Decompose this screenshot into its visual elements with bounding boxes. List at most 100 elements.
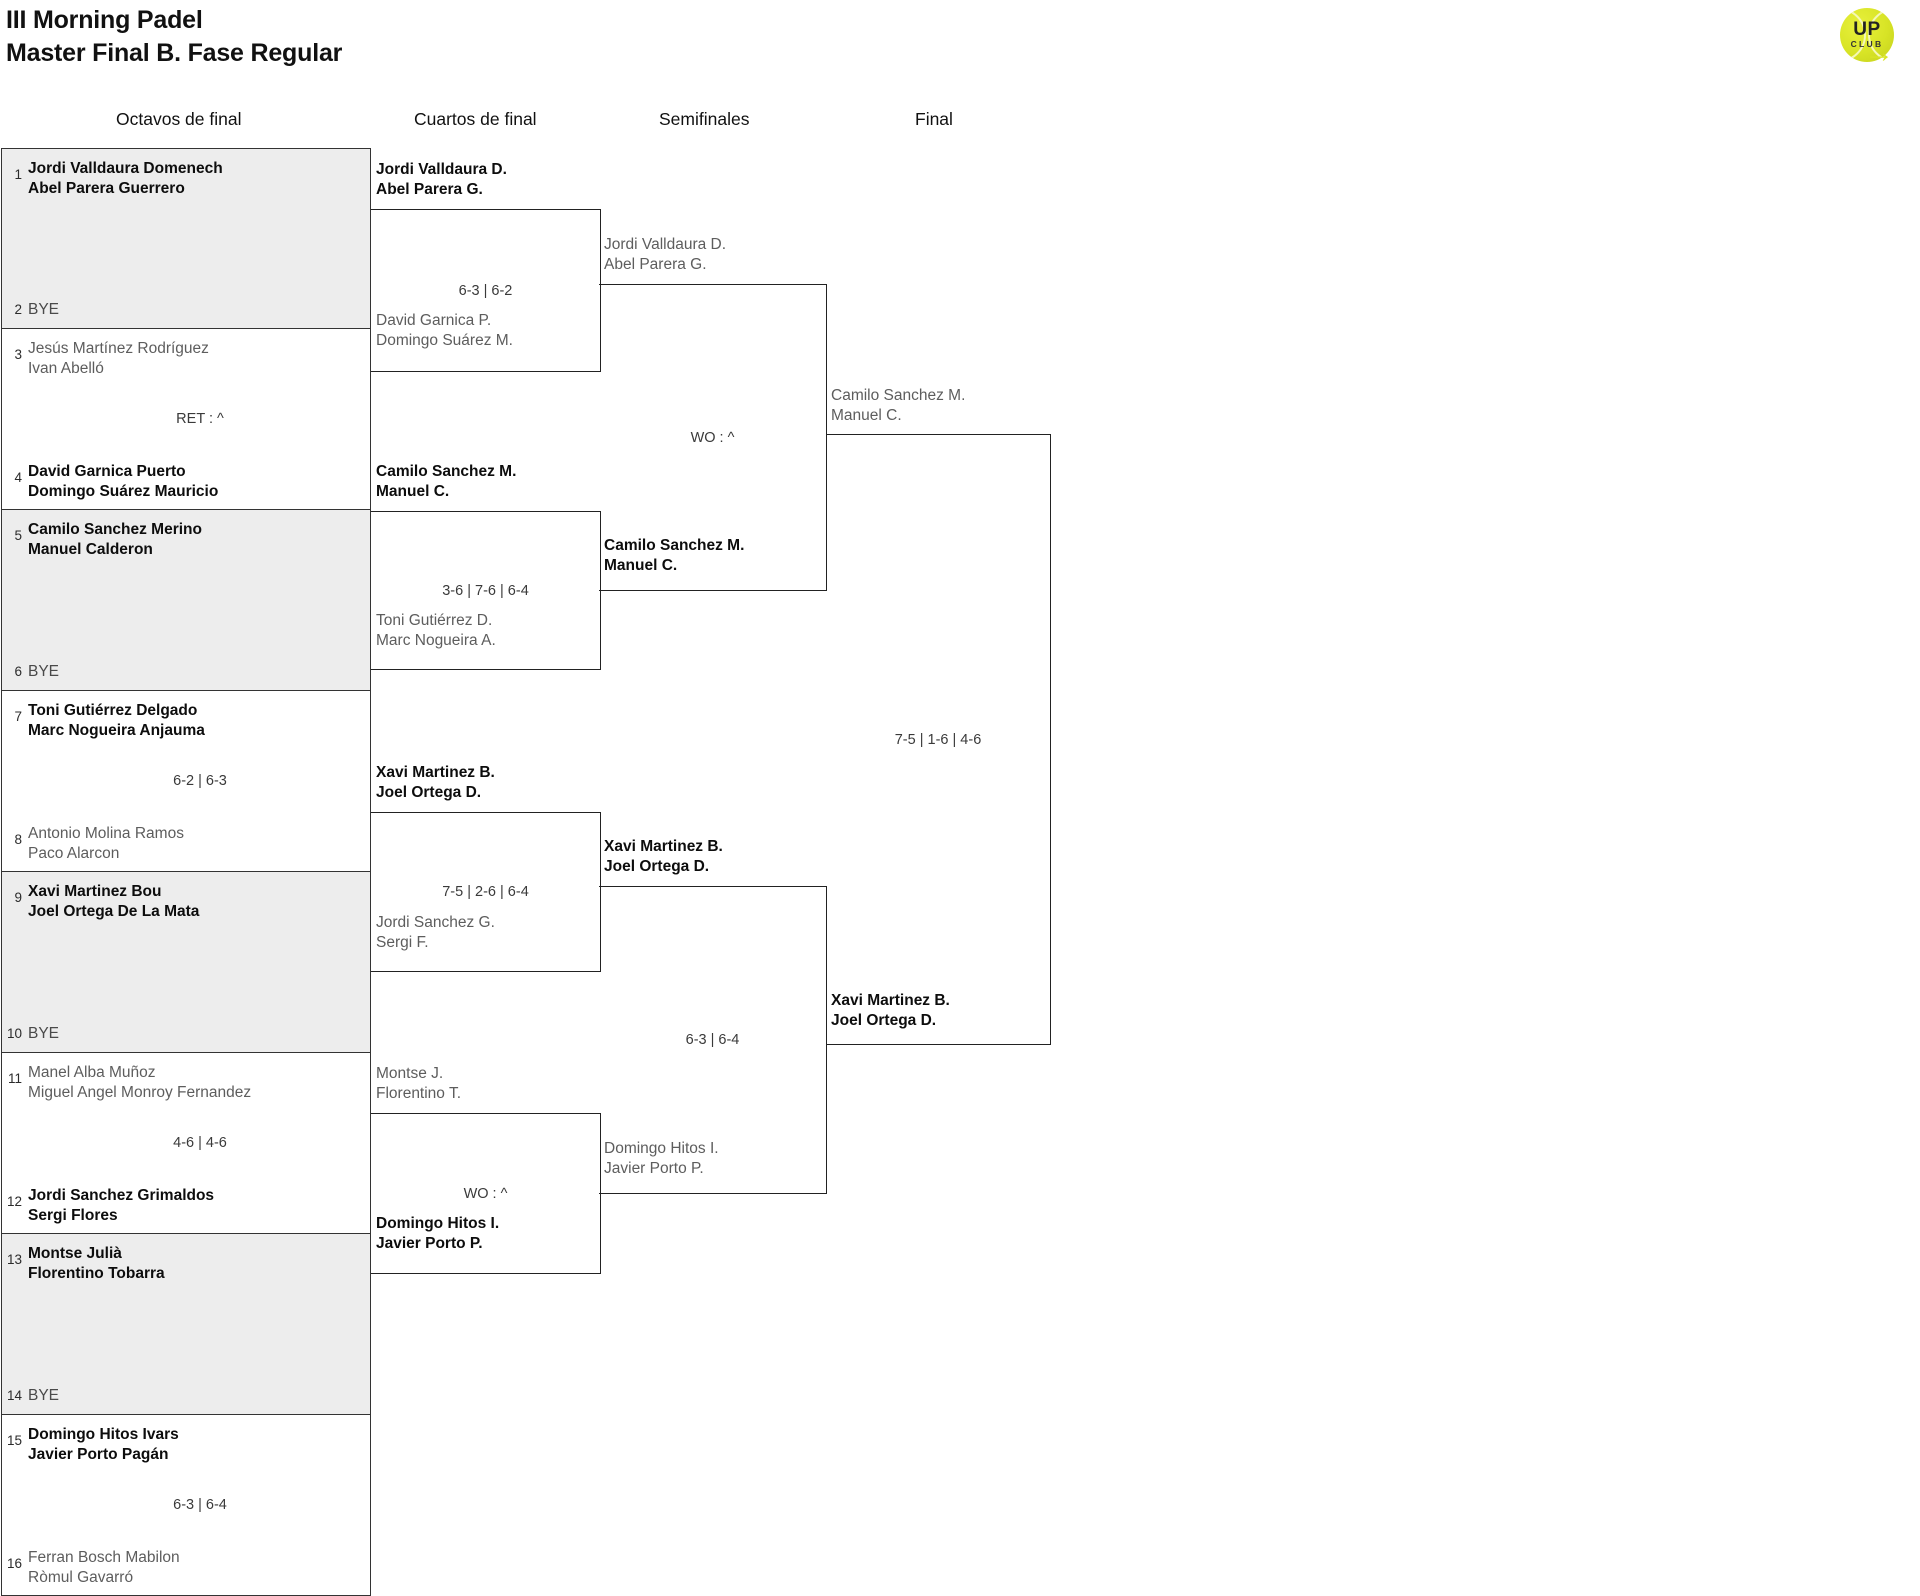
match-slot-top[interactable]: 3 Jesús Martínez Rodríguez Ivan Abelló bbox=[2, 337, 370, 378]
seed-number: 4 bbox=[14, 470, 22, 485]
match-score: RET : ^ bbox=[176, 411, 224, 427]
team-names[interactable]: David Garnica P. Domingo Suárez M. bbox=[376, 311, 513, 350]
player-name: Manuel C. bbox=[376, 482, 450, 500]
match-slot-bottom[interactable]: 8 Antonio Molina Ramos Paco Alarcon bbox=[2, 822, 370, 863]
match-slot-bottom[interactable]: 16 Ferran Bosch Mabilon Ròmul Gavarró bbox=[2, 1546, 370, 1587]
player-name: Jordi Valldaura D. bbox=[604, 236, 727, 253]
match-box[interactable]: 7-5 | 2-6 | 6-4 bbox=[371, 812, 601, 972]
team-names: Ferran Bosch Mabilon Ròmul Gavarró bbox=[28, 1546, 370, 1587]
tournament-header: III Morning Padel Master Final B. Fase R… bbox=[6, 4, 342, 70]
match-row[interactable]: 15 Domingo Hitos Ivars Javier Porto Pagá… bbox=[1, 1415, 371, 1596]
match-slot-bottom[interactable]: 10 BYE bbox=[2, 1024, 370, 1044]
player-name: Marc Nogueira Anjauma bbox=[28, 721, 205, 739]
club-logo: → UP CLUB bbox=[1838, 6, 1898, 68]
match-box[interactable]: 6-3 | 6-4 bbox=[599, 886, 827, 1194]
seed-number: 16 bbox=[6, 1556, 22, 1571]
match-box[interactable]: 6-3 | 6-2 bbox=[371, 209, 601, 372]
match-row[interactable]: 13 Montse Julià Florentino Tobarra 14 BY… bbox=[1, 1234, 371, 1415]
player-name: Camilo Sanchez M. bbox=[604, 537, 745, 554]
team-names[interactable]: Domingo Hitos I. Javier Porto P. bbox=[604, 1139, 719, 1178]
match-slot-top[interactable]: 11 Manel Alba Muñoz Miguel Angel Monroy … bbox=[2, 1061, 370, 1102]
player-name: Sergi Flores bbox=[28, 1206, 118, 1224]
champion-names[interactable]: Xavi Martinez B. Joel Ortega D. bbox=[831, 991, 950, 1030]
player-name: Camilo Sanchez M. bbox=[376, 463, 517, 480]
player-name: Xavi Martinez B. bbox=[831, 992, 950, 1009]
match-slot-top[interactable]: 15 Domingo Hitos Ivars Javier Porto Pagá… bbox=[2, 1423, 370, 1464]
seed-number: 3 bbox=[14, 347, 22, 362]
player-name: Jordi Valldaura D. bbox=[376, 161, 507, 178]
match-slot-top[interactable]: 9 Xavi Martinez Bou Joel Ortega De La Ma… bbox=[2, 880, 370, 921]
match-score: 7-5 | 2-6 | 6-4 bbox=[442, 884, 529, 900]
player-name: Xavi Martinez B. bbox=[376, 764, 495, 781]
match-score: 7-5 | 1-6 | 4-6 bbox=[894, 731, 982, 748]
match-score: 4-6 | 4-6 bbox=[173, 1135, 227, 1151]
match-row[interactable]: 3 Jesús Martínez Rodríguez Ivan Abelló R… bbox=[1, 329, 371, 510]
player-name: Florentino T. bbox=[376, 1084, 462, 1102]
match-slot-top[interactable]: 13 Montse Julià Florentino Tobarra bbox=[2, 1242, 370, 1283]
player-name: Domingo Suárez Mauricio bbox=[28, 482, 219, 500]
tournament-title-line1: III Morning Padel bbox=[6, 6, 203, 34]
player-name: Jesús Martínez Rodríguez bbox=[28, 340, 209, 357]
logo-primary-text: UP bbox=[1853, 19, 1881, 40]
bye-label: BYE bbox=[28, 1387, 60, 1404]
match-slot-bottom[interactable]: 4 David Garnica Puerto Domingo Suárez Ma… bbox=[2, 460, 370, 501]
team-names[interactable]: Jordi Sanchez G. Sergi F. bbox=[376, 913, 495, 952]
match-score: 3-6 | 7-6 | 6-4 bbox=[442, 582, 529, 599]
player-name: Paco Alarcon bbox=[28, 844, 120, 862]
match-score: 6-3 | 6-4 bbox=[685, 1032, 740, 1048]
match-slot-bottom[interactable]: 14 BYE bbox=[2, 1386, 370, 1406]
team-names[interactable]: Montse J. Florentino T. bbox=[376, 1064, 461, 1103]
player-name: Manel Alba Muñoz bbox=[28, 1064, 156, 1081]
player-name: Joel Ortega D. bbox=[604, 857, 710, 875]
team-names[interactable]: Camilo Sanchez M. Manuel C. bbox=[831, 386, 965, 425]
team-names[interactable]: Domingo Hitos I. Javier Porto P. bbox=[376, 1214, 499, 1253]
bye-label: BYE bbox=[28, 1025, 60, 1042]
match-box[interactable]: 7-5 | 1-6 | 4-6 bbox=[826, 434, 1051, 1045]
match-slot-bottom[interactable]: 2 BYE bbox=[2, 300, 370, 320]
match-score: 6-3 | 6-2 bbox=[458, 282, 513, 299]
match-slot-top[interactable]: 5 Camilo Sanchez Merino Manuel Calderon bbox=[2, 518, 370, 559]
team-names: Toni Gutiérrez Delgado Marc Nogueira Anj… bbox=[28, 699, 370, 740]
player-name: Joel Ortega D. bbox=[831, 1011, 937, 1029]
seed-number: 6 bbox=[14, 664, 22, 679]
player-name: Xavi Martinez B. bbox=[604, 838, 723, 855]
team-names[interactable]: Jordi Valldaura D. Abel Parera G. bbox=[376, 160, 507, 199]
bye-label: BYE bbox=[28, 301, 60, 318]
match-slot-bottom[interactable]: 6 BYE bbox=[2, 662, 370, 682]
team-names[interactable]: Camilo Sanchez M. Manuel C. bbox=[376, 462, 516, 501]
round-octavos-de-final: 1 Jordi Valldaura Domenech Abel Parera G… bbox=[1, 148, 371, 1596]
seed-number: 7 bbox=[14, 709, 22, 724]
match-row[interactable]: 9 Xavi Martinez Bou Joel Ortega De La Ma… bbox=[1, 872, 371, 1053]
match-slot-bottom[interactable]: 12 Jordi Sanchez Grimaldos Sergi Flores bbox=[2, 1184, 370, 1225]
seed-number: 10 bbox=[6, 1026, 22, 1041]
seed-number: 13 bbox=[6, 1252, 22, 1267]
team-names: Camilo Sanchez Merino Manuel Calderon bbox=[28, 518, 370, 559]
match-slot-top[interactable]: 7 Toni Gutiérrez Delgado Marc Nogueira A… bbox=[2, 699, 370, 740]
match-slot-top[interactable]: 1 Jordi Valldaura Domenech Abel Parera G… bbox=[2, 157, 370, 198]
match-score: WO : ^ bbox=[690, 429, 735, 446]
match-row[interactable]: 1 Jordi Valldaura Domenech Abel Parera G… bbox=[1, 148, 371, 329]
team-names[interactable]: Toni Gutiérrez D. Marc Nogueira A. bbox=[376, 611, 496, 650]
match-row[interactable]: 7 Toni Gutiérrez Delgado Marc Nogueira A… bbox=[1, 691, 371, 872]
team-names[interactable]: Xavi Martinez B. Joel Ortega D. bbox=[604, 837, 723, 876]
seed-number: 11 bbox=[7, 1071, 22, 1086]
match-box[interactable]: WO : ^ bbox=[599, 284, 827, 591]
player-name: Manuel C. bbox=[604, 556, 678, 574]
match-score: WO : ^ bbox=[463, 1185, 508, 1202]
logo-secondary-text: CLUB bbox=[1850, 39, 1884, 49]
player-name: Camilo Sanchez M. bbox=[831, 387, 966, 404]
player-name: Javier Porto P. bbox=[376, 1234, 483, 1252]
bye-label: BYE bbox=[28, 663, 60, 680]
team-names[interactable]: Camilo Sanchez M. Manuel C. bbox=[604, 536, 744, 575]
seed-number: 1 bbox=[14, 167, 22, 182]
match-row[interactable]: 11 Manel Alba Muñoz Miguel Angel Monroy … bbox=[1, 1053, 371, 1234]
seed-number: 14 bbox=[6, 1388, 22, 1403]
team-names[interactable]: Jordi Valldaura D. Abel Parera G. bbox=[604, 235, 726, 274]
team-names: Xavi Martinez Bou Joel Ortega De La Mata bbox=[28, 880, 370, 921]
player-name: Sergi F. bbox=[376, 933, 429, 951]
player-name: Toni Gutiérrez D. bbox=[376, 612, 493, 629]
seed-number: 5 bbox=[14, 528, 22, 543]
round-header-final: Final bbox=[915, 109, 953, 129]
team-names[interactable]: Xavi Martinez B. Joel Ortega D. bbox=[376, 763, 495, 802]
match-row[interactable]: 5 Camilo Sanchez Merino Manuel Calderon … bbox=[1, 510, 371, 691]
